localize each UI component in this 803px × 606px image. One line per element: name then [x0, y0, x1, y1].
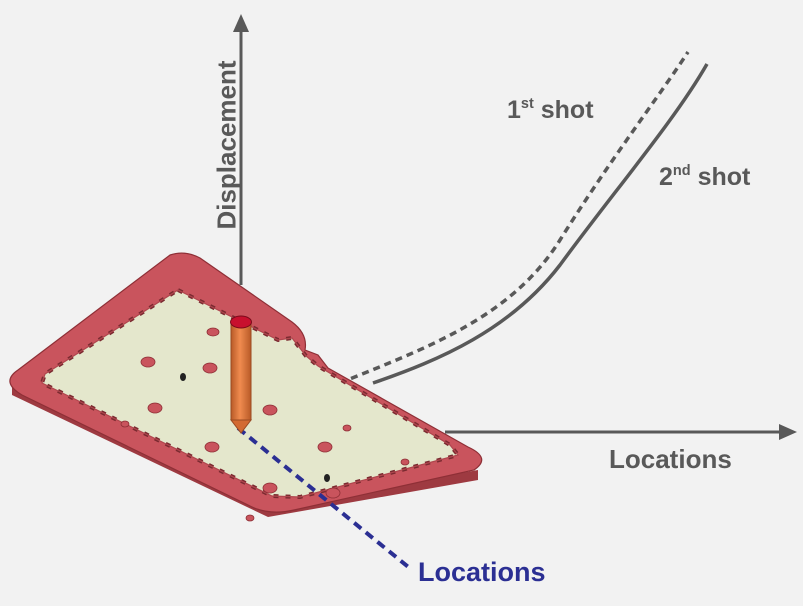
y-axis: [233, 14, 249, 285]
curve-label-2nd-shot: 2nd shot: [659, 162, 751, 191]
hole: [147, 402, 163, 414]
hole: [262, 404, 278, 416]
locations-path-line: [236, 426, 414, 572]
hole: [120, 420, 130, 428]
plate-holes: [120, 327, 410, 522]
probe-pin: [229, 315, 253, 434]
hole: [140, 356, 156, 368]
hole: [400, 458, 410, 466]
hole: [317, 441, 333, 453]
hole: [342, 424, 352, 432]
x-axis-arrowhead: [779, 424, 797, 440]
y-axis-arrowhead: [233, 14, 249, 32]
curve-1st-shot: [339, 51, 690, 385]
locations-path-label: Locations: [418, 557, 546, 587]
curve-2nd-shot: [372, 63, 709, 385]
hole: [325, 487, 341, 499]
y-axis-label: Displacement: [211, 60, 242, 230]
hole: [262, 482, 278, 494]
x-axis: [445, 424, 797, 440]
plate-marks: [180, 373, 330, 482]
hole: [202, 362, 218, 374]
hole: [204, 441, 220, 453]
hole: [245, 514, 255, 522]
hole: [206, 327, 220, 337]
x-axis-label: Locations: [609, 444, 732, 474]
curve-label-1st-shot: 1st shot: [507, 95, 594, 124]
